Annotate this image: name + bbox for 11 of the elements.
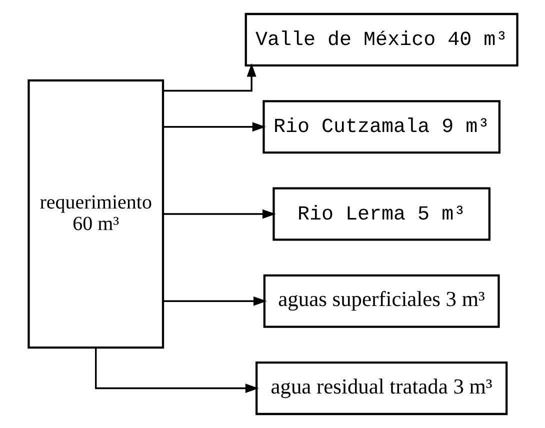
node-box: aguas superficiales 3 m³ xyxy=(262,274,500,328)
node-box: requerimiento 60 m³ xyxy=(27,79,164,349)
node-box: Rio Lerma 5 m³ xyxy=(272,187,490,241)
node-box: Rio Cutzamala 9 m³ xyxy=(262,100,500,154)
node-box: agua residual tratada 3 m³ xyxy=(255,362,508,416)
arrow xyxy=(162,209,276,219)
node-box: Valle de México 40 m³ xyxy=(244,12,518,66)
arrow xyxy=(94,348,258,393)
arrow xyxy=(162,296,266,306)
arrow xyxy=(162,122,266,132)
arrow xyxy=(162,63,256,92)
